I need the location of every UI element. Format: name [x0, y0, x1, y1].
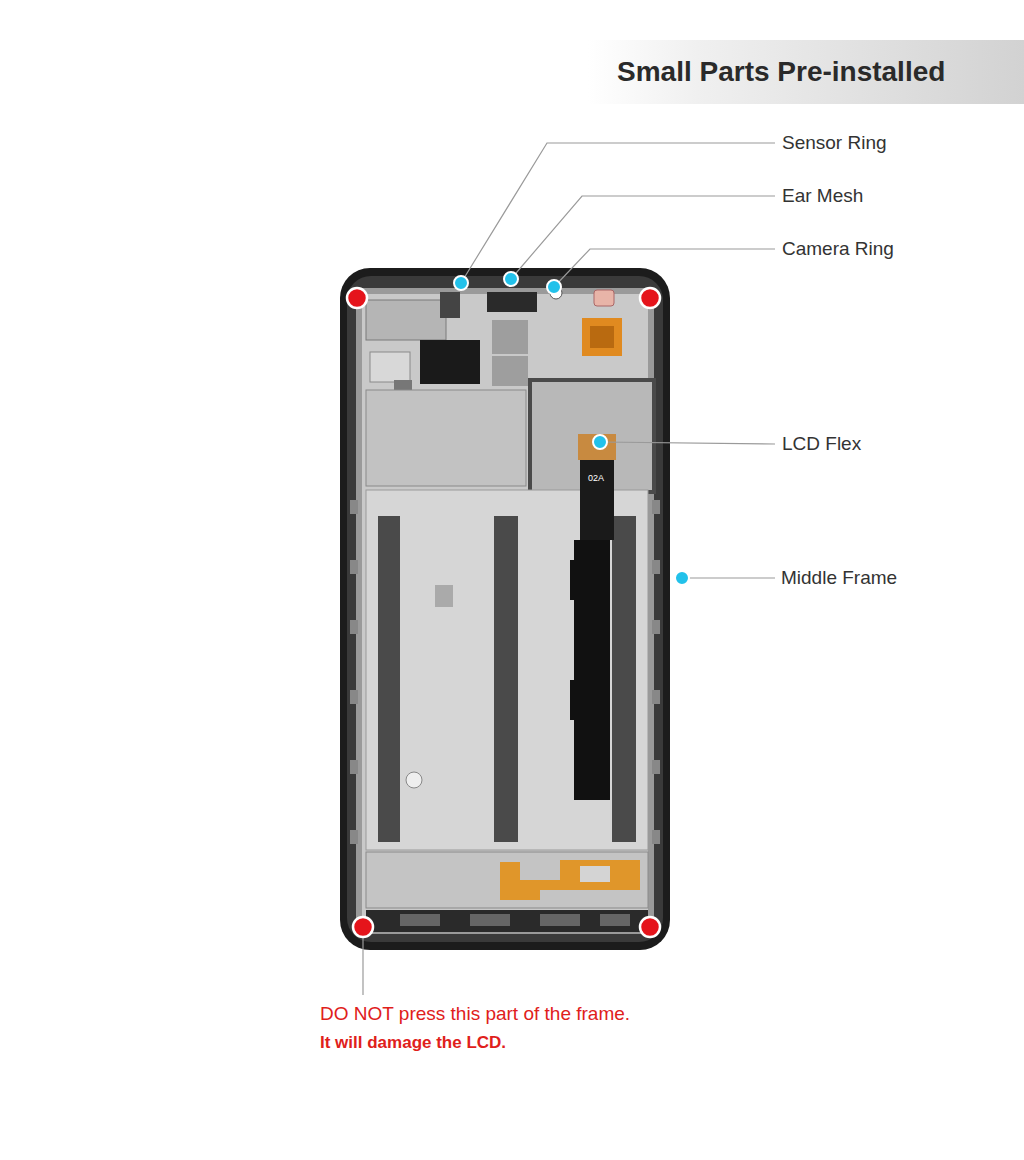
part-label: LCD Flex — [782, 433, 861, 455]
flex-marking: 02A — [588, 473, 604, 483]
part-label: Sensor Ring — [782, 132, 887, 154]
part-label: Ear Mesh — [782, 185, 863, 207]
warning-note: It will damage the LCD. — [320, 1033, 506, 1053]
part-label: Camera Ring — [782, 238, 894, 260]
warning-note: DO NOT press this part of the frame. — [320, 1003, 630, 1025]
part-label: Middle Frame — [781, 567, 897, 589]
title: Small Parts Pre-installed — [617, 56, 945, 88]
